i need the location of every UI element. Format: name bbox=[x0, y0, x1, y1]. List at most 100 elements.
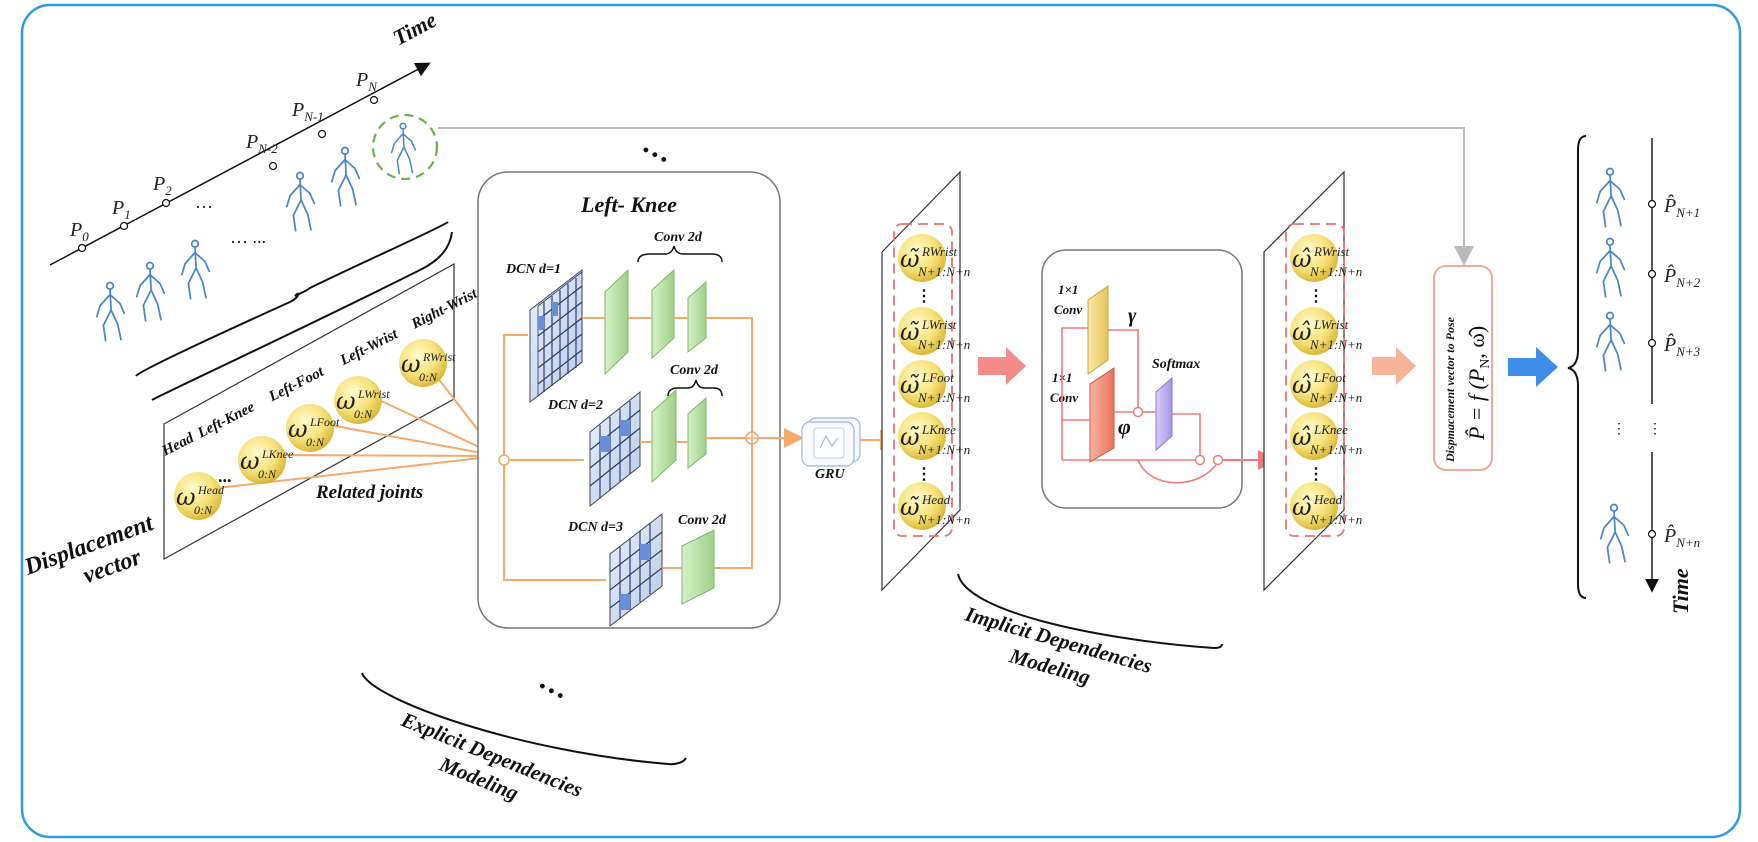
svg-text:ω: ω bbox=[176, 483, 196, 511]
svg-text:0:N: 0:N bbox=[194, 503, 213, 517]
svg-text:LKnee: LKnee bbox=[921, 422, 956, 437]
svg-text:N+1:N+n: N+1:N+n bbox=[917, 390, 970, 405]
gru-block bbox=[801, 417, 861, 467]
joint-ball-head: ω Head 0:N bbox=[174, 472, 225, 520]
implicit-module: 1×1 Conv γ 1×1 Conv φ Softmax Implicit D… bbox=[957, 249, 1278, 689]
output-dots: ⋮ bbox=[1612, 422, 1626, 437]
svg-text:LFoot: LFoot bbox=[921, 370, 954, 385]
vertical-dots-bottom: … bbox=[534, 663, 576, 706]
related-joints-label: Related joints bbox=[315, 482, 423, 503]
pose-marker-1: P1 bbox=[111, 197, 131, 231]
output-time-label: Time bbox=[1668, 568, 1693, 614]
tilde-ball-lknee: ω̃ LKnee N+1:N+n bbox=[898, 412, 970, 460]
pose-marker-n-1: PN-1 bbox=[291, 99, 327, 139]
svg-text:LKnee: LKnee bbox=[1313, 422, 1348, 437]
output-pose-label: P̂N+1 bbox=[1663, 194, 1700, 220]
vertical-dots-top: … bbox=[637, 126, 679, 169]
joint-ball-rwrist: ω RWrist 0:N bbox=[399, 339, 456, 387]
tilde-ball-rwrist: ω̃ RWrist N+1:N+n bbox=[898, 234, 970, 282]
hat-ball-head: ω̂ Head N+1:N+n bbox=[1290, 482, 1362, 530]
svg-text:⋮: ⋮ bbox=[916, 466, 932, 483]
skeleton-figure bbox=[330, 146, 361, 207]
mult-node bbox=[1132, 406, 1144, 418]
hat-ball-lknee: ω̂ LKnee N+1:N+n bbox=[1290, 412, 1362, 460]
conv3-block bbox=[681, 529, 715, 605]
svg-text:1×1: 1×1 bbox=[1058, 282, 1078, 297]
mult-node bbox=[1194, 454, 1206, 466]
tilde-ball-lfoot: ω̃ LFoot N+1:N+n bbox=[898, 360, 970, 408]
explicit-caption: Explicit Dependencies Modeling bbox=[397, 707, 586, 805]
svg-text:RWrist: RWrist bbox=[921, 244, 958, 259]
svg-text:P̂N+2: P̂N+2 bbox=[1663, 264, 1701, 290]
left-knee-title: Left- Knee bbox=[580, 192, 677, 217]
outer-frame bbox=[20, 3, 1742, 839]
pose-marker-0: P0 bbox=[69, 219, 89, 253]
dcn3-label: DCN d=3 bbox=[567, 520, 623, 535]
joint-ball-lfoot: ω LFoot 0:N bbox=[286, 404, 340, 452]
conv2-flow bbox=[640, 437, 746, 443]
svg-text:PN: PN bbox=[355, 69, 378, 94]
pose-marker-n: PN bbox=[355, 69, 378, 105]
svg-text:N+1:N+n: N+1:N+n bbox=[917, 442, 970, 457]
tilde-dots: ⋮ bbox=[916, 288, 932, 305]
svg-text:N+1:N+n: N+1:N+n bbox=[1309, 390, 1362, 405]
svg-text:ω̂: ω̂ bbox=[1292, 493, 1312, 521]
conv1-block bbox=[604, 268, 707, 376]
brace-upper bbox=[135, 221, 449, 377]
time-label: Time bbox=[389, 7, 441, 51]
gru-label: GRU bbox=[815, 467, 845, 482]
svg-text:N+1:N+n: N+1:N+n bbox=[917, 264, 970, 279]
implicit-caption: Implicit Dependencies Modeling bbox=[962, 601, 1155, 689]
joint-dots: ... bbox=[218, 466, 232, 486]
svg-text:Conv: Conv bbox=[1050, 390, 1078, 405]
tilde-plane: ω̃ RWrist N+1:N+n ⋮ ω̃ LWrist N+1:N+n ω̃… bbox=[881, 170, 970, 592]
flow-arrow-blue bbox=[1508, 347, 1558, 387]
svg-text:0:N: 0:N bbox=[306, 435, 325, 449]
dcn2-block bbox=[589, 390, 641, 508]
add-node bbox=[1212, 454, 1224, 466]
phi-label: φ bbox=[1118, 414, 1131, 439]
joint-ball-lknee: ω LKnee 0:N bbox=[238, 436, 294, 484]
conv2-label: Conv 2d bbox=[670, 363, 719, 378]
skeleton-figure bbox=[285, 171, 316, 232]
svg-text:0:N: 0:N bbox=[354, 407, 373, 421]
svg-text:P1: P1 bbox=[111, 197, 131, 222]
svg-text:ω̃: ω̃ bbox=[900, 245, 920, 273]
conv3-flow bbox=[662, 444, 753, 569]
svg-text:P̂N+n: P̂N+n bbox=[1663, 524, 1700, 550]
skeleton-figure bbox=[1595, 311, 1626, 372]
svg-text:LWrist: LWrist bbox=[921, 317, 957, 332]
svg-text:LWrist: LWrist bbox=[1313, 317, 1349, 332]
skeleton-figure bbox=[1599, 503, 1630, 564]
dcn1-label: DCN d=1 bbox=[505, 262, 561, 277]
softmax-block bbox=[1155, 376, 1173, 452]
svg-text:LWrist: LWrist bbox=[357, 387, 390, 401]
svg-text:N+1:N+n: N+1:N+n bbox=[917, 337, 970, 352]
conv3-label: Conv 2d bbox=[678, 513, 727, 528]
svg-text:N+1:N+n: N+1:N+n bbox=[1309, 442, 1362, 457]
svg-text:N+1:N+n: N+1:N+n bbox=[1309, 264, 1362, 279]
svg-text:P̂N+3: P̂N+3 bbox=[1663, 333, 1701, 359]
pose-marker-2: P2 bbox=[152, 173, 172, 208]
svg-text:ω: ω bbox=[240, 447, 260, 475]
disp-to-pose-title: Dispmacement vector to Pose bbox=[1443, 316, 1457, 463]
flow-arrow-red bbox=[978, 347, 1026, 385]
svg-text:Head: Head bbox=[1313, 492, 1343, 507]
brace-lower bbox=[151, 231, 453, 401]
timeline-ellipsis-2: … ... bbox=[230, 227, 266, 247]
skeleton-figure bbox=[180, 239, 211, 300]
softmax-label: Softmax bbox=[1152, 357, 1200, 372]
svg-text:N+1:N+n: N+1:N+n bbox=[1309, 337, 1362, 352]
joint-ball-lwrist: ω LWrist 0:N bbox=[334, 376, 390, 424]
svg-text:N+1:N+n: N+1:N+n bbox=[917, 512, 970, 527]
svg-text:ω̃: ω̃ bbox=[900, 371, 920, 399]
svg-text:ω̂: ω̂ bbox=[1292, 423, 1312, 451]
time-axis bbox=[49, 62, 431, 266]
tilde-ball-head: ω̃ Head N+1:N+n bbox=[898, 482, 970, 530]
svg-text:ω̂: ω̂ bbox=[1292, 245, 1312, 273]
implicit-brace bbox=[957, 573, 1223, 650]
svg-text:N+1:N+n: N+1:N+n bbox=[1309, 512, 1362, 527]
svg-text:RWrist: RWrist bbox=[422, 350, 456, 364]
svg-text:P2: P2 bbox=[152, 173, 172, 198]
